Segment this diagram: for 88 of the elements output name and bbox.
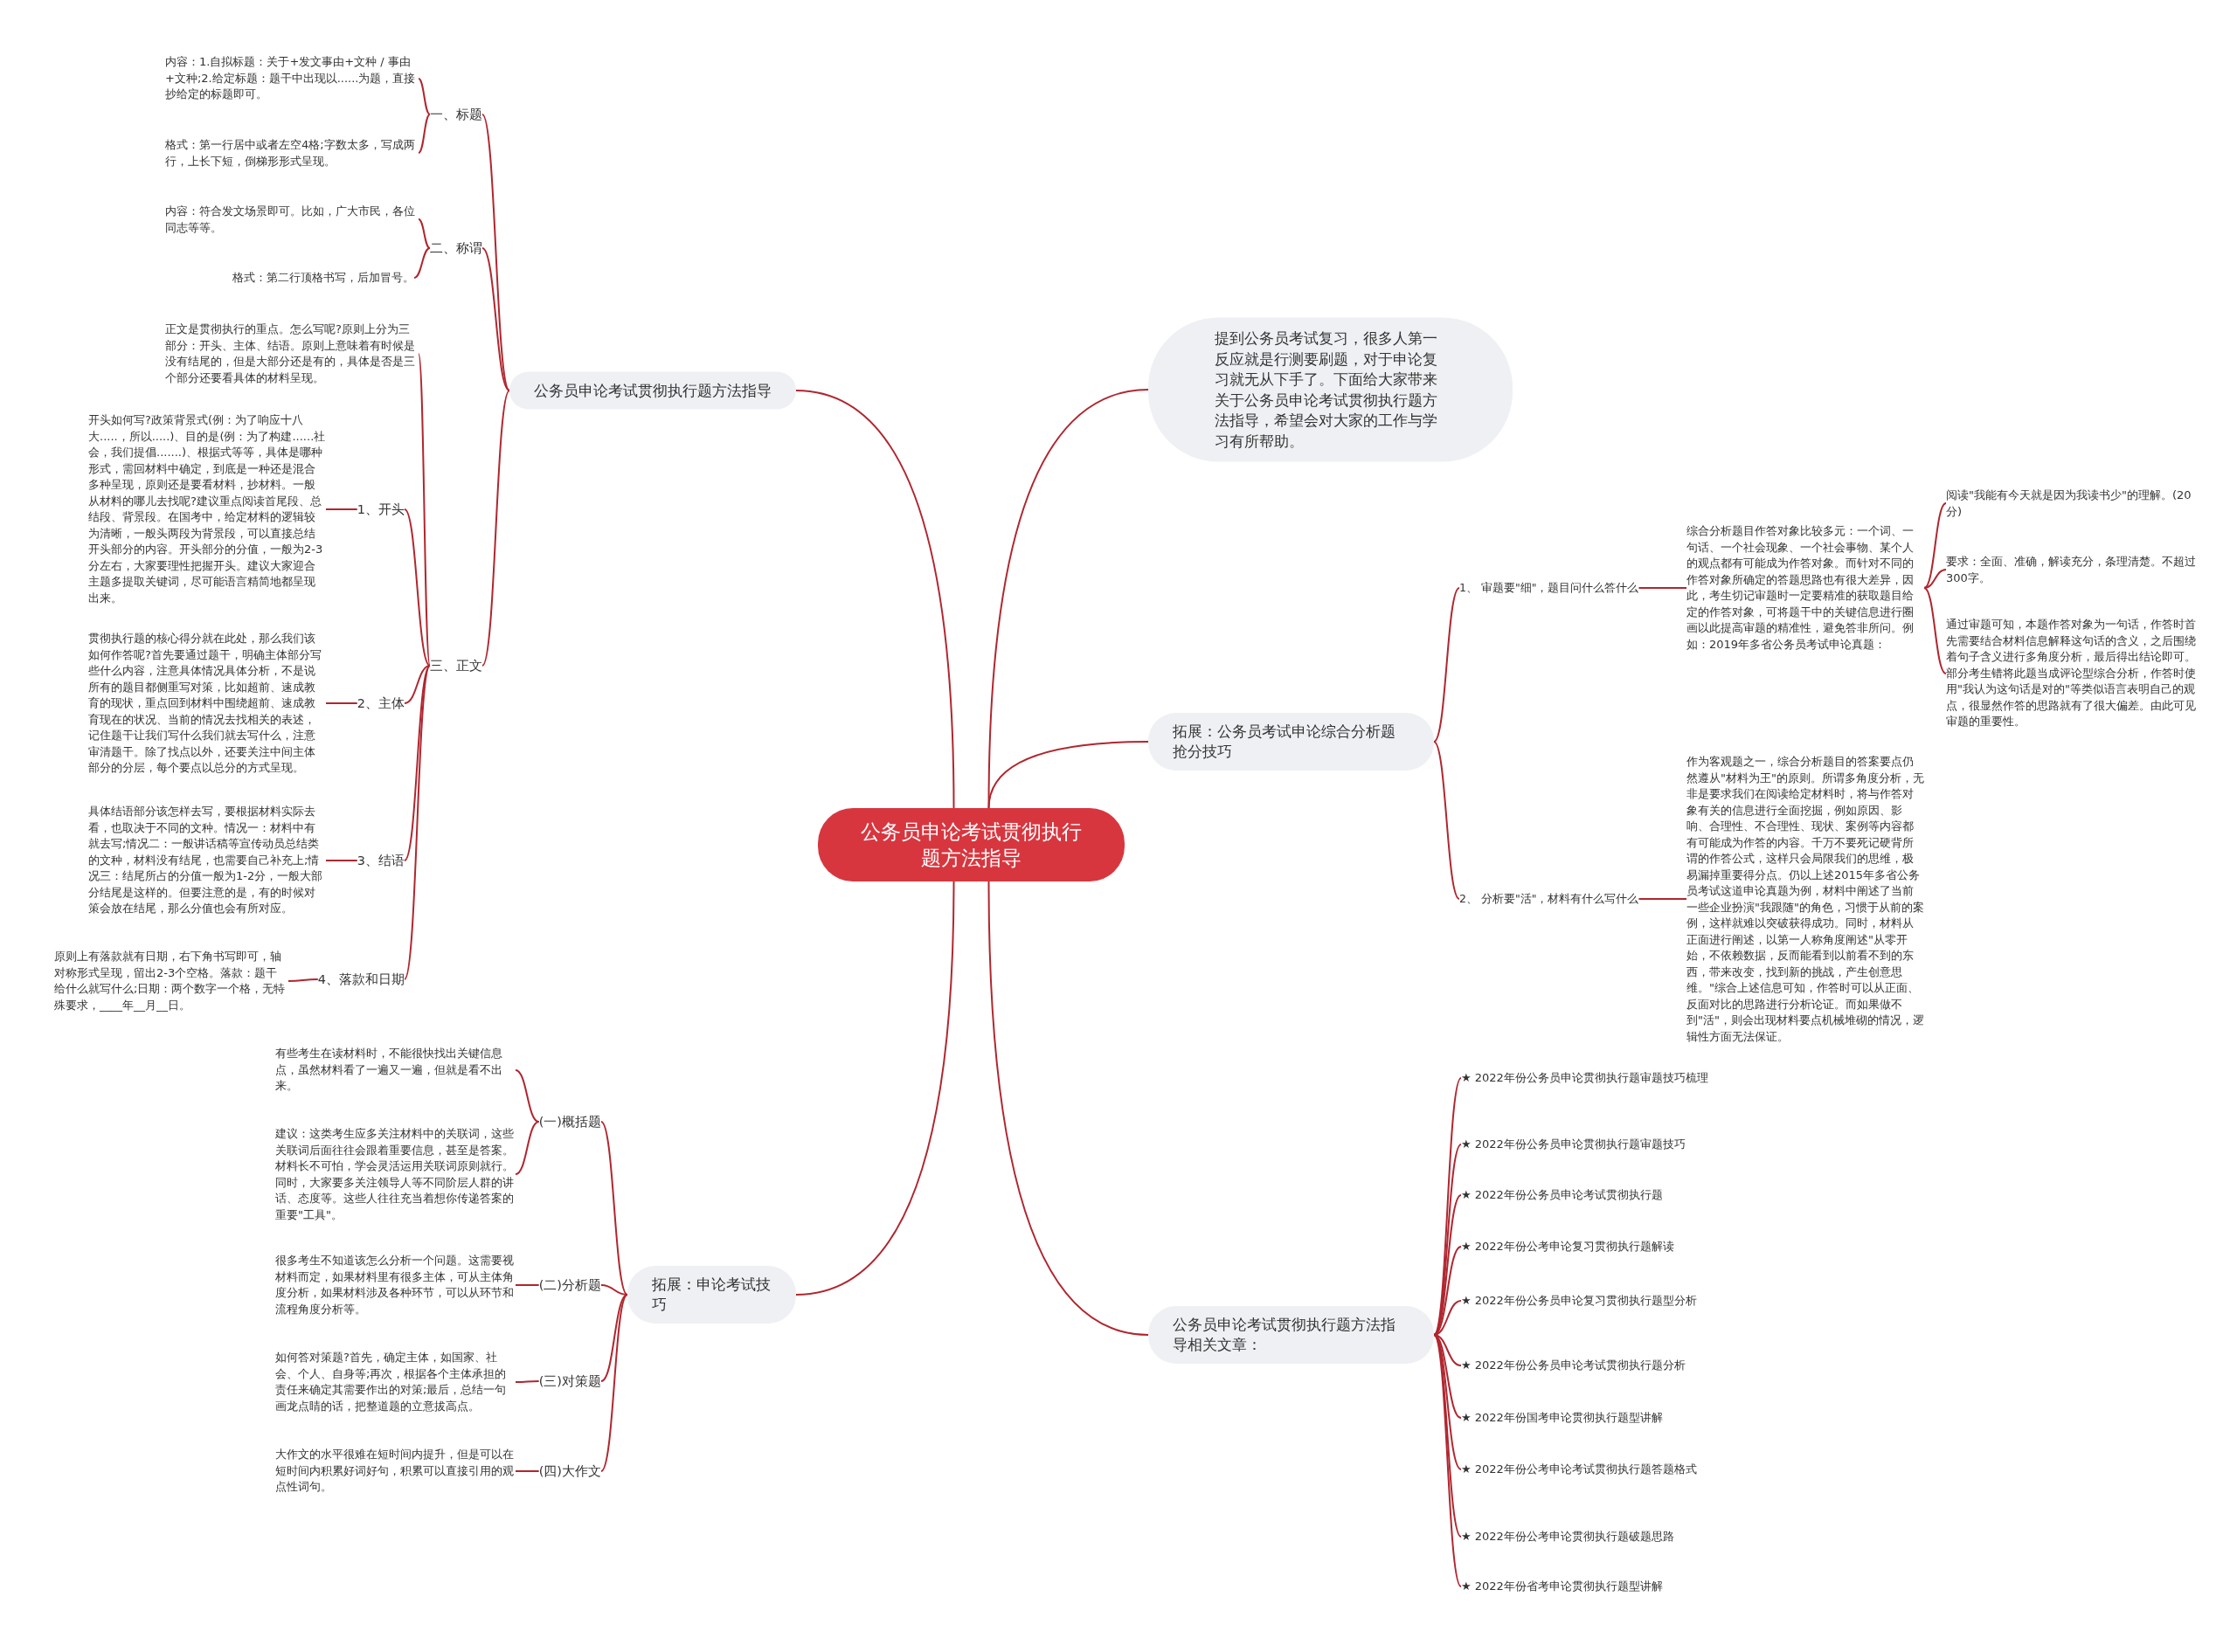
connector [1923,502,1947,589]
subtopic-label: 2、 分析要"活"，材料有什么写什么 [1459,891,1639,907]
connector [1923,587,1947,674]
topic-bubble: 公务员申论考试贯彻执行题方法指导相关文章： [1148,1306,1434,1364]
note-text: 阅读"我能有今天就是因为我读书少"的理解。(20分) [1946,487,2204,520]
central-topic: 公务员申论考试贯彻执行题方法指导 [818,808,1125,881]
article-title-text: ★ 2022年份国考申论贯彻执行题型讲解 [1461,1409,1714,1427]
note-text: 建议：这类考生应多关注材料中的关联词，这些关联词后面往往会跟着重要信息，甚至是答案。材料长不可怕，学会灵活运用关联词原则就行。同时，大家要多关注领导人等不同阶层人群的讲话、态度等。这些人往往充当着想你传递答案的重要"工具"。 [275,1125,516,1223]
connector [404,508,431,667]
connector [515,1380,540,1383]
article-title-text: ★ 2022年份公考申论贯彻执行题破题思路 [1461,1528,1714,1545]
note-text: 格式：第一行居中或者左空4格;字数太多，写成两行，上长下短，倒梯形形式呈现。 [165,136,419,169]
article-title-text: ★ 2022年份公务员申论考试贯彻执行题分析 [1461,1357,1714,1374]
note-text: 很多考生不知道该怎么分析一个问题。这需要视材料而定，如果材料里有很多主体，可从主体角度分析，如果材料涉及各种环节，可以从环节和流程角度分析等。 [275,1253,516,1317]
note-text: 格式：第二行顶格书写，后加冒号。 [232,269,414,287]
topic-bubble: 拓展：公务员考试申论综合分析题抢分技巧 [1148,713,1434,771]
connector [1638,898,1687,900]
subtopic-label: 一、标题 [430,106,482,123]
connector [1433,741,1460,900]
connector [1433,1194,1462,1336]
connector [987,741,1149,809]
connector [515,1121,540,1175]
connector [481,390,510,667]
connector [418,114,431,154]
connector [795,390,955,809]
subtopic-label: (四)大作文 [538,1462,601,1480]
note-text: 内容：1.自拟标题：关于+发文事由+文种 / 事由+文种;2.给定标题：题干中出现以......为题，直接抄给定的标题即可。 [165,54,419,103]
article-title-text: ★ 2022年份公考申论考试贯彻执行题答题格式 [1461,1461,1714,1478]
connector [1433,1334,1462,1587]
note-text: 综合分析题目作答对象比较多元：一个词、一句话、一个社会现象、一个社会事物、某个人的观点都有可能成为作答对象。而针对不同的作答对象所确定的答题思路也有很大差异，因此，考生切记审题时一定要精准的获取题目给定的作答对象，可将题干中的关键信息进行圈画以此提高审题的精准性，避免答非所问。例如：2019年多省公务员考试申论真题： [1686,523,1924,653]
note-text: 通过审题可知，本题作答对象为一句话，作答时首先需要结合材料信息解释这句话的含义，之后围绕着句子含义进行多角度分析，最后得出结论即可。部分考生错将此题当成评论型综合分析，作答时使用"我认为这句话是对的"等类似语言表明自己的观点，很显然作答的思路就有了很大偏差。由此可见审题的重要性。 [1946,617,2204,730]
article-title-text: ★ 2022年份省考申论贯彻执行题型讲解 [1461,1578,1714,1595]
note-text: 要求：全面、准确，解读充分，条理清楚。不超过300字。 [1946,553,2204,586]
connector [1433,1077,1462,1336]
intro-bubble: 提到公务员考试复习，很多人第一反应就是行测要刷题，对于申论复习就无从下手了。下面给大家带来关于公务员申论考试贯彻执行题方法指导，希望会对大家的工作与学习有所帮助。 [1148,317,1513,462]
subtopic-label: 3、结语 [357,852,405,869]
connector [515,1470,540,1472]
note-text: 具体结语部分该怎样去写，要根据材料实际去看，也取决于不同的文种。情况一：材料中有就去写;情况二：一般讲话稿等宣传动员总结类的文种，材料没有结尾，也需要自己补充上;情况三：结尾所占的分值一般为1-2分，一般大部分结尾是这样的。但要注意的是，有的时候对策会放在结尾，那么分值也会有所对应。 [88,804,326,917]
subtopic-label: 三、正文 [430,657,482,674]
connector [515,1284,540,1286]
subtopic-label: 4、落款和日期 [317,971,405,988]
topic-bubble: 拓展：申论考试技巧 [627,1266,796,1324]
connector [600,1284,628,1296]
connector [418,218,431,249]
connector [600,1294,628,1382]
connector [404,665,431,861]
connector [1638,587,1687,589]
connector [325,860,358,861]
note-text: 有些考生在读材料时，不能很快找出关键信息点，虽然材料看了一遍又一遍，但就是看不出来。 [275,1046,516,1095]
connector [1923,569,1947,589]
note-text: 大作文的水平很难在短时间内提升，但是可以在短时间内积累好词好句，积累可以直接引用的观点性词句。 [275,1447,516,1496]
note-text: 作为客观题之一，综合分析题目的答案要点仍然遵从"材料为王"的原则。所谓多角度分析，无非是要求我们在阅读给定材料时，将与作答对象有关的信息进行全面挖掘，例如原因、影响、合理性、不合理性、现状、案例等内容都有可能成为作答的内容。千万不要死记硬背所谓的作答公式，这样只会局限我们的思维，极易漏掉重要得分点。仍以上述2015年多省公务员考试这道申论真题为例，材料中阐述了当前一些企业扮演"我跟随"的角色，习惯于从前的案例，这样就难以突破获得成功。同时，材料从正面进行阐述，以第一人称角度阐述"从零开始，不依赖数据，反而能看到以前看不到的东西，带来改变，找到新的挑战，产生创意思维。"综合上述信息可知，作答时可以从正面、反面对比的思路进行分析论证。而如果做不到"活"，则会出现材料要点机械堆砌的情况，逻辑性方面无法保证。 [1686,753,1924,1045]
subtopic-label: (二)分析题 [538,1276,601,1294]
note-text: 如何答对策题?首先，确定主体，如国家、社会、个人、自身等;再次，根据各个主体承担的责任来确定其需要作出的对策;最后，总结一句画龙点睛的话，把整道题的立意拔高点。 [275,1350,516,1414]
subtopic-label: 1、 审题要"细"，题目问什么答什么 [1459,580,1639,596]
connector [795,881,955,1296]
note-text: 正文是贯彻执行的重点。怎么写呢?原则上分为三部分：开头、主体、结语。原则上意味着有时候是没有结尾的，但是大部分还是有的，具体是否是三个部分还要看具体的材料呈现。 [165,321,419,386]
article-title-text: ★ 2022年份公务员申论复习贯彻执行题型分析 [1461,1292,1714,1310]
connector [600,1294,628,1472]
note-text: 开头如何写?政策背景式(例：为了响应十八大.....，所以.....)、目的是(例：为了构建......社会，我们提倡.......)、根据式等等，具体是哪种形式，需回材料中确定，到底是一种还是混合多种呈现，原则还是要看材料，抄材料。一般从材料的哪儿去找呢?建议重点阅读首尾段、总结段、背景段。在国考中，给定材料的逻辑较为清晰，一般头两段为背景段，可以直接总结开头部分的内容。开头部分的分值，一般为2-3分左右，大家要理性把握开头。建议大家迎合主题多提取关键词，尽可能语言精简地都呈现出来。 [88,412,326,606]
note-text: 内容：符合发文场景即可。比如，广大市民，各位同志等等。 [165,203,419,236]
article-title-text: ★ 2022年份公务员申论贯彻执行题审题技巧梳理 [1461,1069,1714,1087]
connector [325,702,358,704]
connector [418,78,431,115]
note-text: 贯彻执行题的核心得分就在此处，那么我们该如何作答呢?首先要通过题干，明确主体部分写些什么内容，注意具体情况具体分析，不是说所有的题目都侧重写对策，比如超前、速成教育的现状，重点回到材料中围绕超前、速成教育现在的状况、当前的情况去找相关的表述，记住题干让我们写什么我们就去写什么，注意审清题干。除了找点以外，还要关注中间主体部分的分层，每个要点以总分的方式呈现。 [88,630,326,777]
subtopic-label: 二、称谓 [430,239,482,257]
article-title-text: ★ 2022年份公考申论复习贯彻执行题解读 [1461,1238,1714,1255]
connector [481,114,510,391]
connector [287,978,319,982]
connector [481,247,510,391]
connector [987,389,1149,809]
article-title-text: ★ 2022年份公务员申论贯彻执行题审题技巧 [1461,1136,1714,1153]
subtopic-label: (一)概括题 [538,1113,601,1130]
note-text: 原则上有落款就有日期，右下角书写即可，轴对称形式呈现，留出2-3个空格。落款：题干给什么就写什么;日期：两个数字一个格，无特殊要求，____年__月__日。 [54,949,288,1013]
topic-bubble: 公务员申论考试贯彻执行题方法指导 [509,371,796,410]
connector [987,881,1149,1336]
subtopic-label: 1、开头 [357,501,405,518]
connector [600,1121,628,1296]
subtopic-label: (三)对策题 [538,1372,601,1390]
connector [1433,587,1460,743]
connector [413,247,431,279]
connector [404,665,431,980]
subtopic-label: 2、主体 [357,695,405,712]
connector [418,353,431,667]
article-title-text: ★ 2022年份公务员申论考试贯彻执行题 [1461,1186,1714,1204]
connector [404,665,431,704]
connector [515,1069,540,1123]
connector [325,508,358,510]
